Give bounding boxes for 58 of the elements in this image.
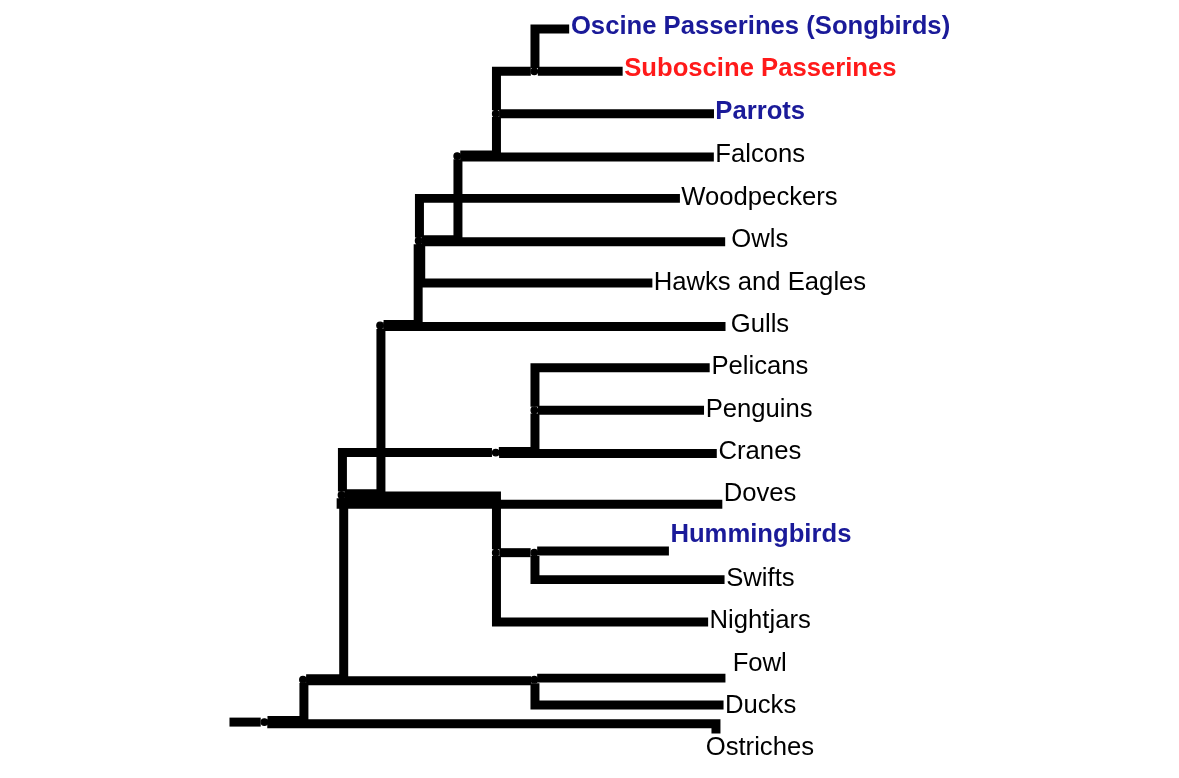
node-point	[260, 718, 269, 726]
connector	[530, 555, 725, 585]
node-text: Owls	[731, 224, 789, 253]
node-text: Cranes	[718, 435, 802, 464]
connector	[537, 66, 623, 76]
connector	[229, 717, 261, 727]
connector	[491, 556, 709, 627]
node-text: Ostriches	[705, 732, 815, 761]
node-text: Ducks	[724, 690, 797, 719]
connector	[421, 159, 463, 245]
connector	[306, 676, 532, 686]
node-point	[337, 491, 346, 499]
node-point	[414, 236, 423, 245]
node-point	[491, 448, 500, 457]
connector	[530, 363, 710, 407]
connector	[499, 548, 531, 558]
node-point	[491, 109, 500, 118]
connector	[537, 405, 704, 415]
connector	[537, 673, 726, 683]
node-point	[530, 675, 539, 684]
connector	[383, 322, 726, 332]
connector	[498, 413, 540, 456]
node-point	[530, 406, 539, 415]
node-point	[299, 675, 307, 684]
node-point	[453, 152, 462, 160]
node-text: Penguins	[705, 393, 813, 422]
node-text: Hawks and Eagles	[653, 266, 867, 295]
connector	[499, 109, 714, 119]
connector	[530, 683, 724, 710]
connector	[336, 498, 723, 509]
connector	[499, 449, 717, 459]
node-text: Suboscine Passerines	[624, 53, 897, 82]
connector	[422, 237, 726, 247]
connector	[537, 546, 669, 556]
connector	[414, 193, 680, 238]
node-point	[491, 548, 500, 557]
node-text: Oscine Passerines (Songbirds)	[570, 11, 951, 40]
connector	[383, 244, 423, 329]
node-point	[530, 548, 539, 557]
node-text: Hummingbirds	[670, 519, 852, 548]
node-text: Pelicans	[711, 351, 809, 380]
node-text: Gulls	[730, 308, 790, 337]
node-text: Doves	[723, 478, 797, 507]
node-text: Fowl	[732, 647, 787, 676]
node-text: Swifts	[726, 563, 795, 592]
connector	[491, 66, 531, 111]
connector	[460, 116, 501, 160]
node-point	[530, 67, 539, 76]
node-text: Nightjars	[709, 605, 811, 634]
node-text: Parrots	[715, 95, 806, 124]
node-text: Falcons	[715, 139, 806, 168]
node-point	[376, 321, 384, 330]
node-text: Woodpeckers	[681, 181, 838, 210]
connector	[267, 682, 309, 725]
connector	[416, 243, 653, 288]
connector	[460, 152, 714, 162]
connector	[337, 448, 492, 492]
connector	[344, 491, 501, 550]
